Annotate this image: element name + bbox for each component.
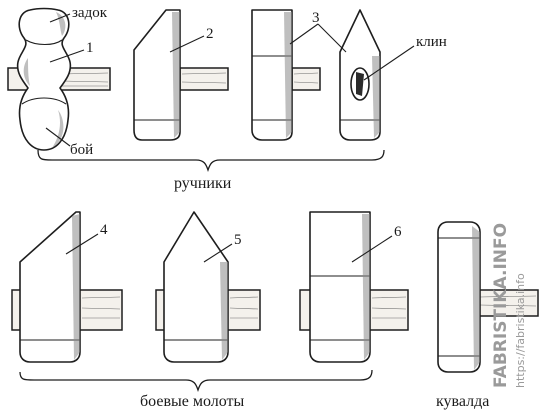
hammer-4-cross-peen <box>11 211 123 363</box>
leader-2 <box>169 35 205 53</box>
watermark-url: https://fabristika.info <box>514 273 527 388</box>
hammer-3-head <box>251 9 293 141</box>
hammer-5-shade <box>220 262 228 360</box>
wedge-klin <box>356 72 364 96</box>
leader-4 <box>65 233 99 255</box>
brace-ruchniki <box>37 149 385 173</box>
caption-boevye-moloty: боевые молоты <box>140 393 245 410</box>
hammer-1-shade-mid <box>23 58 30 86</box>
hammer-2-shade <box>172 12 180 138</box>
leader-1 <box>49 49 85 63</box>
hammer-5-head <box>163 211 229 363</box>
label-2: 2 <box>206 26 214 42</box>
caption-ruchniki: ручники <box>174 175 232 192</box>
hammer-6-wood-grain <box>371 296 407 319</box>
leader-3b <box>317 23 347 53</box>
hammer-6-rect <box>299 211 409 363</box>
label-zadok: задок <box>72 5 108 21</box>
label-6: 6 <box>394 224 402 240</box>
label-5: 5 <box>234 232 242 248</box>
hammer-4-shade <box>72 214 80 360</box>
hammer-2-cross-peen <box>133 9 229 141</box>
hammer-5-wedge <box>155 211 261 363</box>
hammer-1-ball-peen <box>7 7 111 151</box>
watermark-brand: FABRISTIKA.INFO <box>491 223 511 388</box>
hammer-2-head <box>133 9 181 141</box>
hammer-5-wood-grain <box>229 296 259 319</box>
hammer-2-wood-grain <box>181 72 227 84</box>
leader-6 <box>351 235 393 263</box>
hammer-3-wood-grain <box>293 72 319 84</box>
caption-kuvalda: кувалда <box>436 393 489 410</box>
hammer-2-handle <box>179 67 229 91</box>
leader-klin <box>363 45 415 81</box>
hammer-3-rect <box>251 9 321 141</box>
label-1: 1 <box>86 40 94 56</box>
leader-3a <box>289 23 319 45</box>
label-boy: бой <box>70 142 93 158</box>
hammer-4-wood-grain <box>81 296 121 319</box>
hammer-6-head <box>309 211 371 363</box>
hammer-3-handle <box>291 67 321 91</box>
label-klin: клин <box>416 34 447 50</box>
hammer-6-shade <box>362 214 370 360</box>
sledgehammer <box>437 221 539 373</box>
hammer-1-shade-top <box>56 12 66 36</box>
label-4: 4 <box>100 222 108 238</box>
leader-5 <box>203 243 233 263</box>
hammer-3-front-shade <box>372 56 380 138</box>
leader-zadok <box>49 13 71 23</box>
leader-boy <box>45 127 71 147</box>
hammer-3-front-wedge <box>289 9 415 141</box>
hammer-1-neck-line <box>25 39 63 46</box>
sledgehammer-shade <box>472 226 480 370</box>
sledgehammer-wood-grain <box>479 295 537 307</box>
label-3: 3 <box>312 10 320 26</box>
hammer-4-head <box>19 211 81 363</box>
hammer-1-face-line <box>21 97 67 105</box>
brace-boevye-moloty <box>19 369 373 393</box>
hammer-1-head <box>16 7 72 151</box>
